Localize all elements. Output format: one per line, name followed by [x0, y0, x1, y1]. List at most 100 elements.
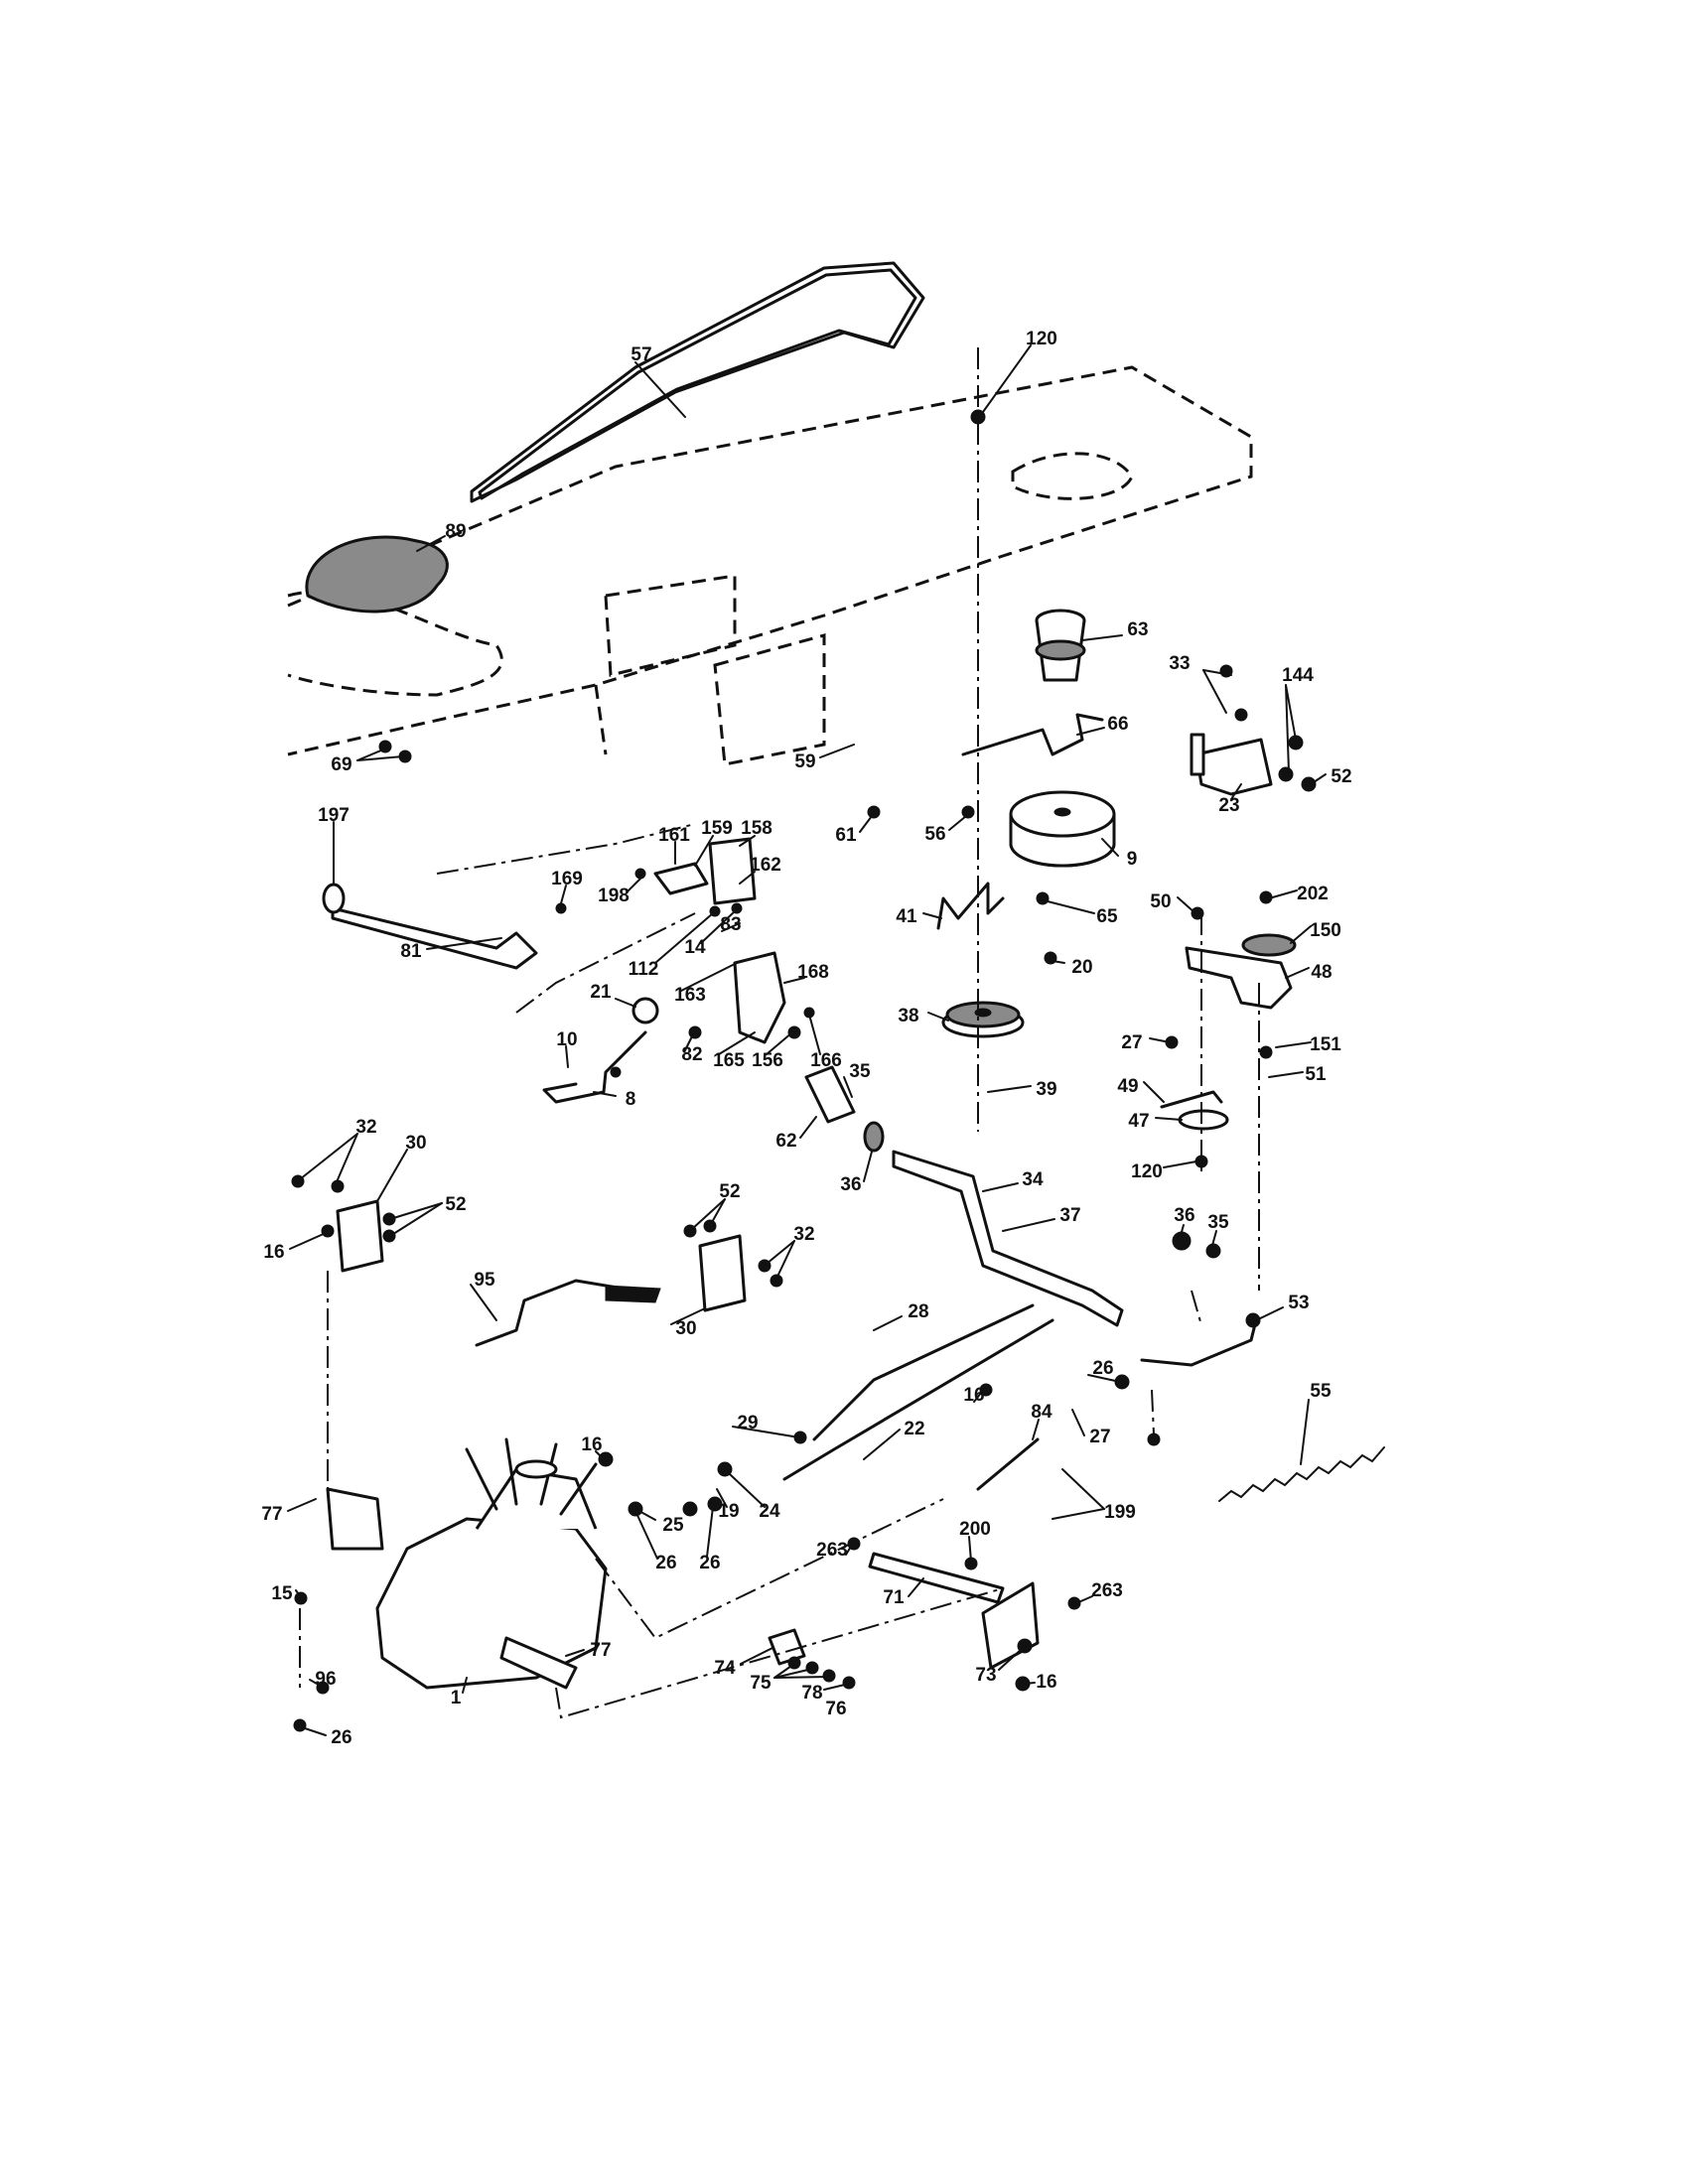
- bracket-165: [733, 951, 786, 1044]
- bracket-49: [1160, 1090, 1223, 1109]
- callout-52: 52: [445, 1194, 466, 1215]
- callout-37: 37: [1059, 1205, 1080, 1226]
- rod-84: [976, 1437, 1040, 1491]
- callout-169: 169: [551, 869, 583, 889]
- drive-belt-inner: [478, 268, 917, 500]
- callout-158: 158: [741, 818, 772, 839]
- callout-78: 78: [801, 1683, 822, 1704]
- callout-76: 76: [825, 1699, 846, 1719]
- callout-26: 26: [655, 1553, 676, 1573]
- idler-bracket: [1194, 738, 1273, 796]
- rod-28: [812, 1303, 1035, 1441]
- callout-28: 28: [908, 1301, 928, 1322]
- callout-77: 77: [590, 1640, 611, 1661]
- callout-159: 159: [701, 818, 733, 839]
- callout-57: 57: [631, 344, 651, 365]
- leader-lines: [287, 344, 1327, 1736]
- callout-69: 69: [331, 754, 351, 775]
- transaxle: [326, 1437, 608, 1690]
- callout-165: 165: [713, 1050, 745, 1071]
- callout-32: 32: [355, 1117, 376, 1138]
- shaft-81: [331, 906, 538, 970]
- cover-plate: [305, 535, 449, 614]
- callout-33: 33: [1169, 653, 1190, 674]
- callout-49: 49: [1117, 1076, 1138, 1097]
- callout-96: 96: [315, 1669, 336, 1690]
- shaft-34: [892, 1150, 1124, 1327]
- callout-8: 8: [626, 1089, 636, 1110]
- callout-52: 52: [1331, 766, 1351, 787]
- callout-52: 52: [719, 1181, 740, 1202]
- callout-156: 156: [752, 1050, 783, 1071]
- callout-200: 200: [959, 1519, 991, 1540]
- pulley-spindle: [1035, 609, 1086, 682]
- callout-16: 16: [963, 1385, 984, 1406]
- clutch-bracket-66: [961, 713, 1104, 756]
- callout-89: 89: [445, 521, 466, 542]
- callout-151: 151: [1310, 1034, 1341, 1055]
- callout-168: 168: [797, 962, 829, 983]
- callout-22: 22: [904, 1419, 924, 1439]
- callout-14: 14: [684, 937, 706, 958]
- callout-53: 53: [1288, 1293, 1309, 1313]
- callout-162: 162: [750, 855, 781, 876]
- callout-51: 51: [1305, 1064, 1327, 1085]
- callout-83: 83: [720, 914, 741, 935]
- callout-25: 25: [662, 1515, 684, 1536]
- rod-71: [868, 1552, 1005, 1604]
- callout-47: 47: [1128, 1111, 1149, 1132]
- callout-30: 30: [675, 1318, 696, 1339]
- idler-arm: [1185, 946, 1293, 1010]
- callout-30: 30: [405, 1133, 426, 1154]
- callout-1: 1: [451, 1688, 462, 1708]
- callout-15: 15: [271, 1583, 293, 1604]
- callout-20: 20: [1071, 957, 1092, 978]
- callout-55: 55: [1310, 1381, 1332, 1402]
- callout-36: 36: [840, 1174, 861, 1195]
- callout-202: 202: [1297, 884, 1329, 904]
- bushing-197: [322, 883, 346, 914]
- pulley-38: [941, 1001, 1025, 1038]
- callout-50: 50: [1150, 891, 1171, 912]
- callout-112: 112: [629, 959, 659, 980]
- link-53: [1140, 1318, 1258, 1367]
- washer-36: [863, 1121, 885, 1153]
- callout-59: 59: [794, 751, 815, 772]
- callout-35: 35: [1207, 1212, 1229, 1233]
- lever-95: [475, 1279, 637, 1347]
- callout-26: 26: [331, 1727, 351, 1748]
- callout-120: 120: [1026, 329, 1057, 349]
- callout-27: 27: [1121, 1032, 1142, 1053]
- callout-71: 71: [883, 1587, 905, 1608]
- clutch-bracket-41: [936, 882, 1005, 930]
- bushing-62: [804, 1065, 856, 1124]
- callout-263: 263: [816, 1540, 848, 1561]
- callout-24: 24: [759, 1501, 780, 1522]
- spacer-74: [768, 1628, 806, 1666]
- callout-150: 150: [1310, 920, 1341, 941]
- knob-21: [632, 997, 659, 1024]
- assembly-lines: [299, 823, 1202, 1719]
- callout-199: 199: [1104, 1502, 1136, 1523]
- callout-66: 66: [1107, 714, 1128, 735]
- callout-77: 77: [261, 1504, 282, 1525]
- callout-38: 38: [898, 1006, 918, 1026]
- callout-26: 26: [699, 1553, 720, 1573]
- bracket-158: [708, 837, 757, 905]
- callout-27: 27: [1089, 1427, 1110, 1447]
- idler-pulley-150: [1241, 933, 1297, 957]
- lever-8: [542, 1030, 647, 1104]
- callout-61: 61: [835, 825, 857, 846]
- spring-55: [1218, 1446, 1385, 1502]
- bracket-30-mid: [698, 1234, 747, 1312]
- callout-95: 95: [474, 1270, 495, 1291]
- callout-36: 36: [1174, 1205, 1194, 1226]
- callout-73: 73: [975, 1665, 996, 1686]
- callout-166: 166: [810, 1050, 842, 1071]
- callout-63: 63: [1127, 619, 1148, 640]
- callout-56: 56: [924, 824, 945, 845]
- callout-263: 263: [1091, 1580, 1123, 1601]
- callout-62: 62: [775, 1131, 796, 1152]
- callout-21: 21: [590, 982, 612, 1003]
